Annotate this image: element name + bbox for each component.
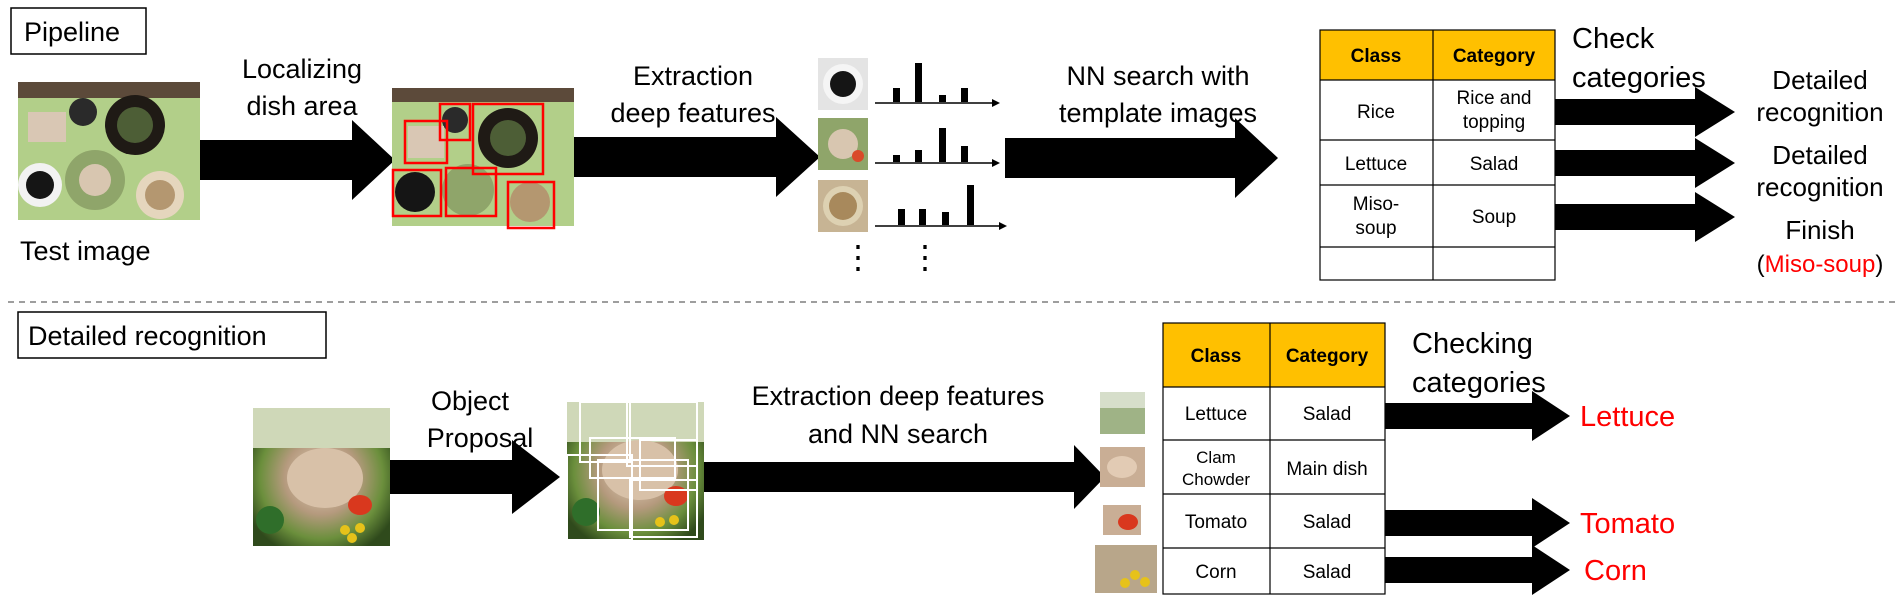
histogram-3 xyxy=(898,185,974,225)
table-cell: Main dish xyxy=(1286,459,1367,480)
dots-left: ⋮ xyxy=(842,239,874,275)
checking-line-2: categories xyxy=(1412,367,1546,399)
arrow-outcome-1 xyxy=(1555,87,1735,137)
table-cell: Soup xyxy=(1472,207,1516,228)
proposal-image xyxy=(566,401,704,541)
arrow-outcome-3 xyxy=(1555,192,1735,242)
table-cell: Rice xyxy=(1357,102,1395,123)
outcome-1-line-1: Detailed xyxy=(1772,65,1867,95)
proposal-boxes xyxy=(566,401,698,541)
outcome-2-line-1: Detailed xyxy=(1772,140,1867,170)
arrow-outcome-2 xyxy=(1555,138,1735,188)
arrow-nn-search xyxy=(1005,118,1278,198)
localization-boxes xyxy=(391,102,556,230)
table-header-class: Class xyxy=(1191,346,1242,367)
extract-line-1: Extraction xyxy=(633,61,753,91)
table-cell: Miso- xyxy=(1353,194,1399,215)
feature-histograms xyxy=(875,63,1007,230)
table-cell: Corn xyxy=(1195,562,1236,583)
pipeline-class-table: Class Category Rice Rice and topping Let… xyxy=(1319,29,1556,281)
extract-nn-line-2: and NN search xyxy=(808,419,988,449)
arrow-extract xyxy=(574,117,820,197)
check-line-2: categories xyxy=(1572,62,1706,94)
table-cell: Lettuce xyxy=(1345,154,1407,175)
arrow-result-lettuce xyxy=(1385,391,1570,441)
check-line-1: Check xyxy=(1572,23,1655,55)
pipeline-section: Pipeline Test image Localizing dish area xyxy=(10,7,1884,281)
table-cell: Salad xyxy=(1303,512,1352,533)
localized-image xyxy=(391,88,574,230)
table-cell: Lettuce xyxy=(1185,404,1247,425)
object-line-2: Proposal xyxy=(427,423,534,453)
outcome-1-line-2: recognition xyxy=(1756,97,1883,127)
table-header-category: Category xyxy=(1453,46,1536,67)
table-header-class: Class xyxy=(1351,46,1402,67)
arrow-extract-nn xyxy=(704,445,1105,509)
table-header-row xyxy=(1163,323,1385,387)
localize-line-1: Localizing xyxy=(242,54,362,84)
table-cell: soup xyxy=(1355,218,1396,239)
test-image xyxy=(18,82,200,220)
salad-image xyxy=(253,408,390,546)
table-cell: Salad xyxy=(1303,404,1352,425)
histogram-1 xyxy=(893,63,968,102)
detailed-title: Detailed recognition xyxy=(28,321,267,351)
table-cell: Salad xyxy=(1470,154,1519,175)
test-image-label: Test image xyxy=(20,236,151,266)
table-cell: Clam xyxy=(1196,448,1236,467)
extract-nn-line-1: Extraction deep features xyxy=(752,381,1045,411)
localize-line-2: dish area xyxy=(246,91,358,121)
table-cell: Salad xyxy=(1303,562,1352,583)
table-cell: Chowder xyxy=(1182,470,1250,489)
arrow-object-proposal xyxy=(390,440,560,514)
arrow-result-tomato xyxy=(1385,498,1570,548)
pipeline-title: Pipeline xyxy=(24,17,120,47)
result-corn: Corn xyxy=(1584,555,1647,587)
feature-thumbnails xyxy=(818,58,868,232)
outcome-2-line-2: recognition xyxy=(1756,172,1883,202)
arrow-result-corn xyxy=(1385,545,1570,595)
object-line-1: Object xyxy=(431,386,510,416)
table-cell: Tomato xyxy=(1185,512,1247,533)
extract-line-2: deep features xyxy=(610,98,775,128)
arrow-localize xyxy=(200,120,395,200)
detailed-class-table: Class Category Lettuce Salad Clam Chowde… xyxy=(1162,322,1386,595)
table-cell: Rice and xyxy=(1457,88,1532,109)
miso-soup-highlight: Miso-soup xyxy=(1765,251,1876,278)
result-lettuce: Lettuce xyxy=(1580,401,1675,433)
paren-close: ) xyxy=(1875,251,1883,278)
proposal-crops xyxy=(1095,392,1157,593)
table-header-row xyxy=(1320,30,1555,80)
outcome-3-line-2: (Miso-soup) xyxy=(1757,251,1884,278)
nn-line-1: NN search with xyxy=(1066,61,1249,91)
table-header-category: Category xyxy=(1286,346,1369,367)
histogram-2 xyxy=(893,128,968,162)
checking-line-1: Checking xyxy=(1412,328,1533,360)
paren-open: ( xyxy=(1757,251,1765,278)
dots-right: ⋮ xyxy=(909,239,941,275)
table-cell: topping xyxy=(1463,112,1525,133)
detailed-title-box xyxy=(17,311,327,359)
outcome-3-line-1: Finish xyxy=(1785,215,1854,245)
result-tomato: Tomato xyxy=(1580,508,1675,540)
pipeline-title-box xyxy=(10,7,147,55)
nn-line-2: template images xyxy=(1059,98,1257,128)
detailed-section: Detailed recognition Object Proposal xyxy=(17,311,1675,595)
